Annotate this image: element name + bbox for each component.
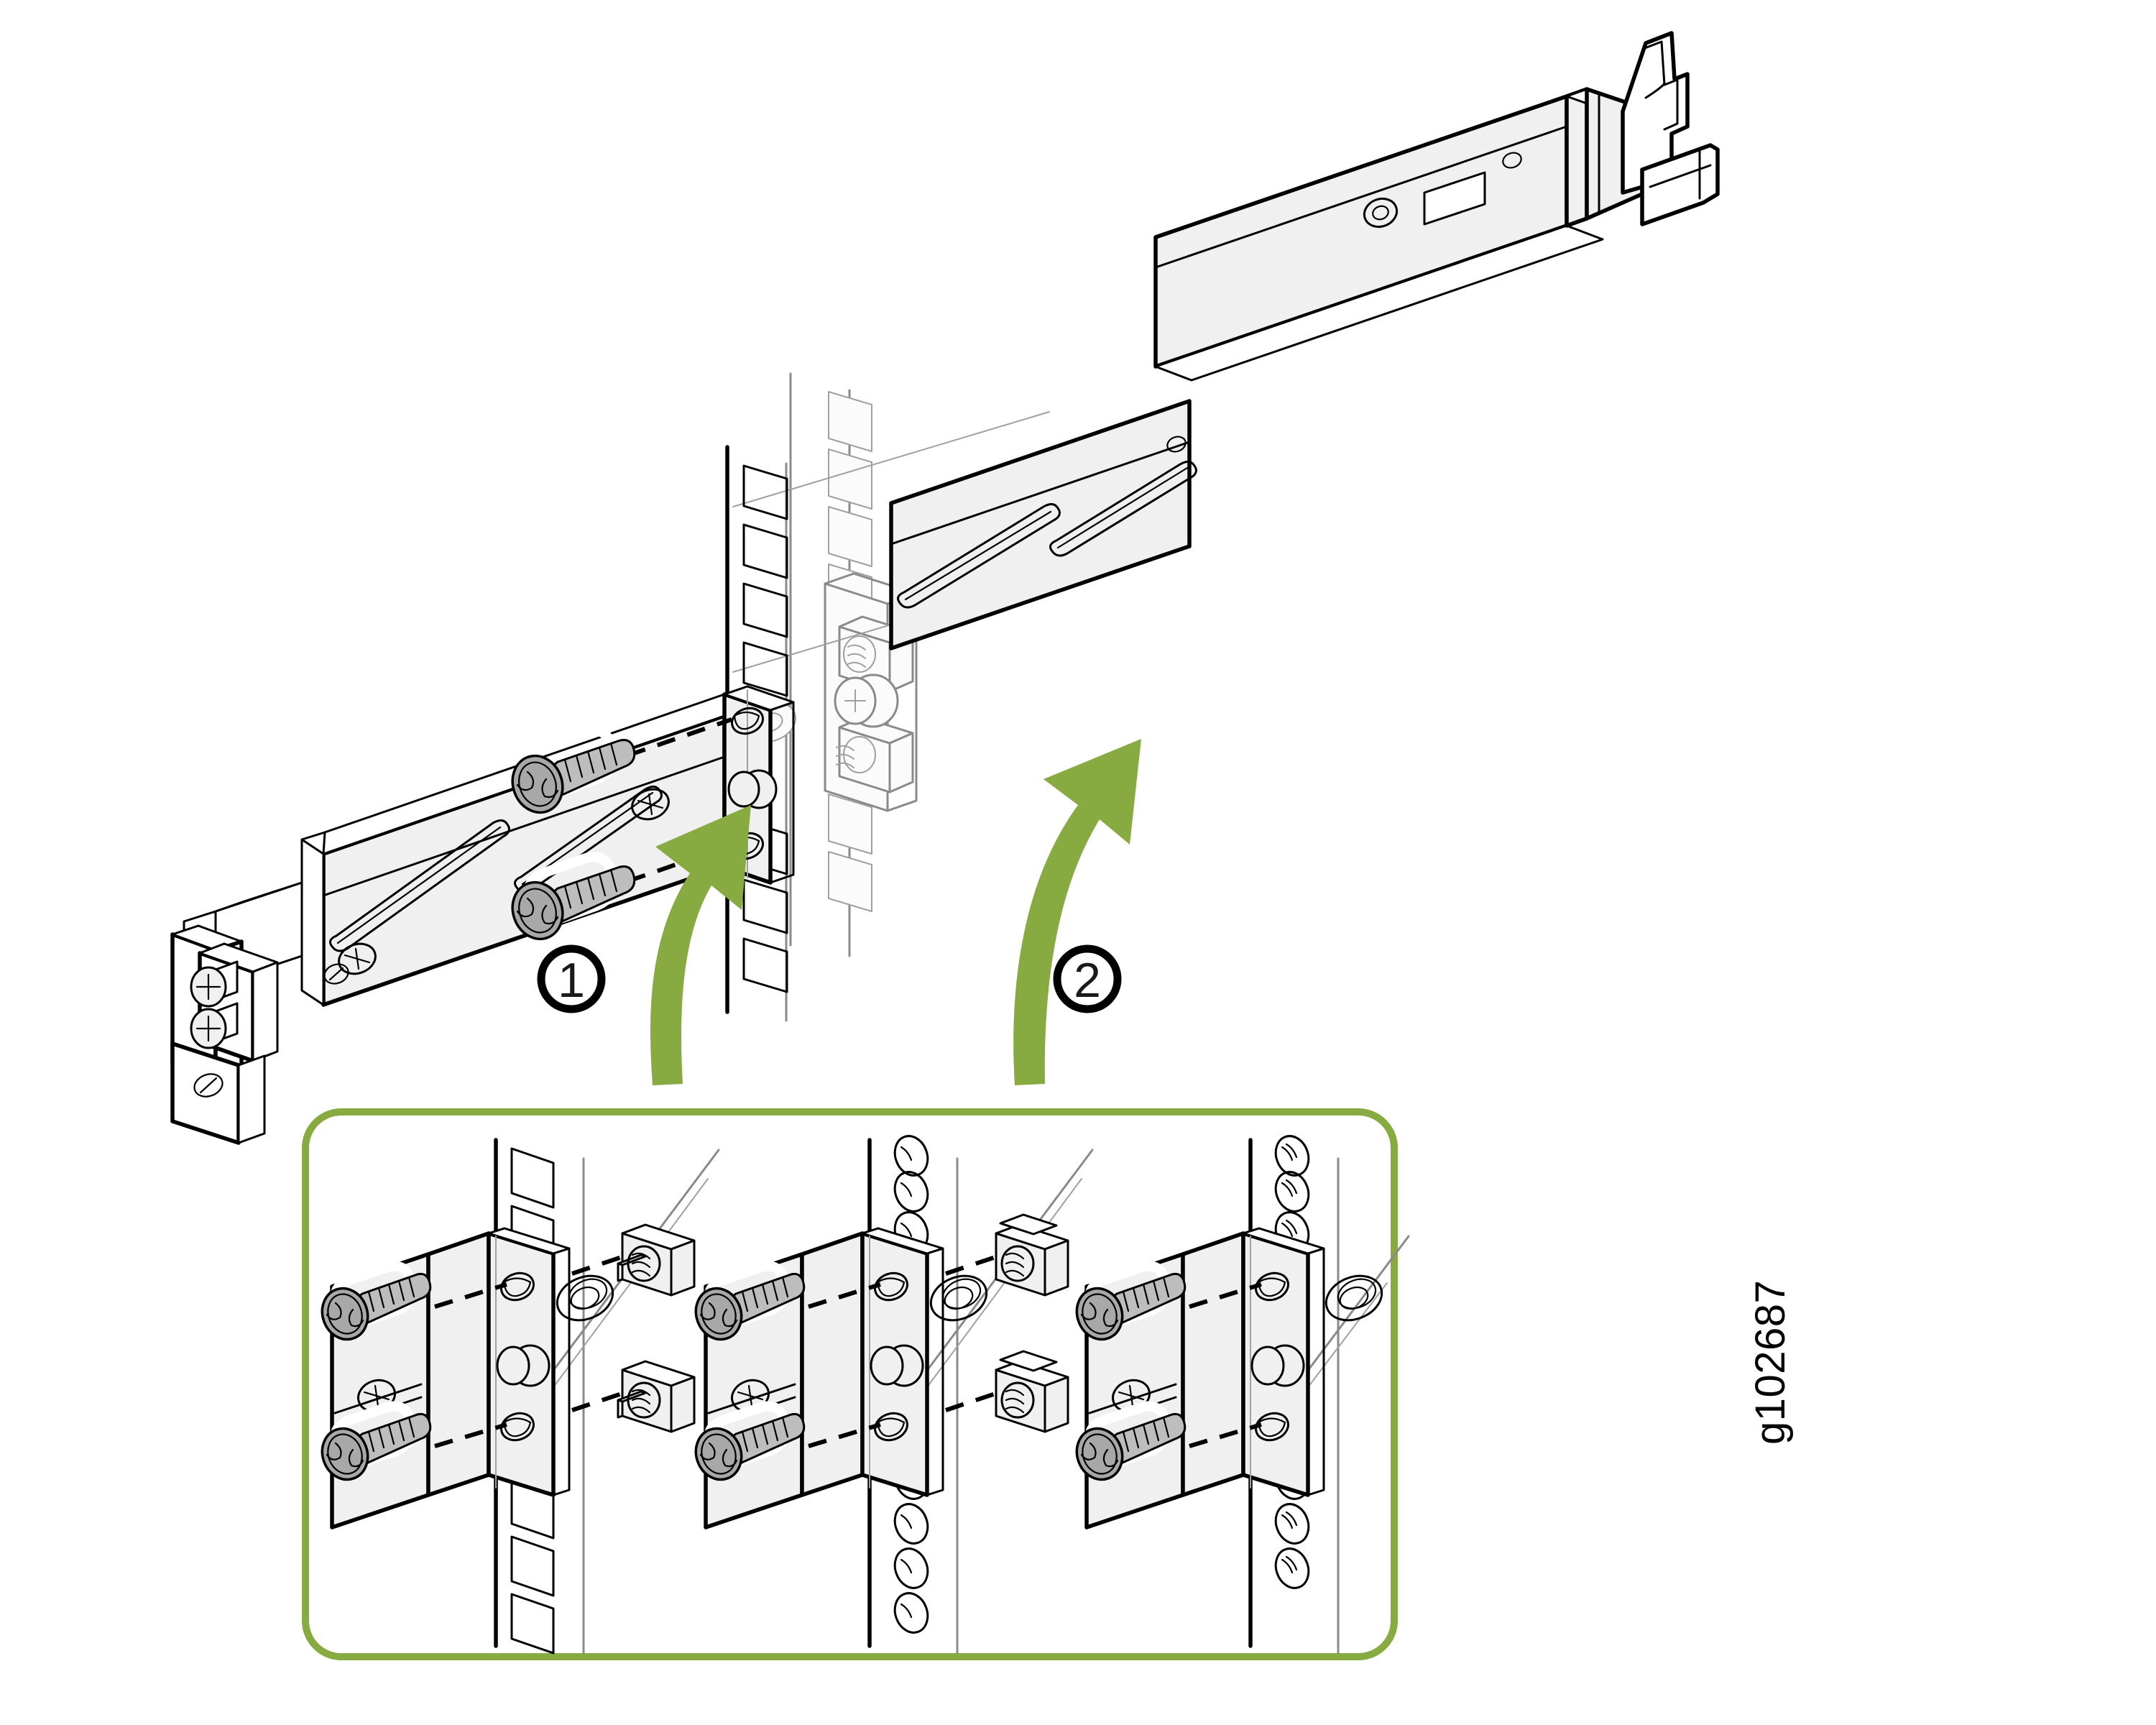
tail-screw-lower	[190, 1002, 239, 1049]
flange-hole-top	[731, 707, 764, 735]
slide-rail-outer	[1153, 31, 1720, 382]
detail-b-cage-nut-upper	[995, 1213, 1069, 1297]
mounting-screw-upper	[511, 725, 636, 814]
rear-mounting-bracket	[889, 399, 1197, 650]
detail-c-washer	[1325, 1274, 1383, 1322]
plate-rivet-left	[338, 942, 377, 975]
main-assembly: 1 2	[170, 31, 1720, 1145]
detail-b-screw-upper	[694, 1261, 806, 1341]
outer-rail-slot	[1423, 171, 1486, 226]
detail-view-square-hole-rack	[321, 1138, 720, 1655]
detail-b-cage-nut-lower	[995, 1350, 1069, 1433]
rear-bracket-screw	[834, 673, 899, 728]
callout-2[interactable]: 2	[1053, 944, 1122, 1013]
arrow-step-2	[1013, 739, 1141, 1085]
callout-1[interactable]: 1	[537, 944, 606, 1013]
detail-a-screw-lower	[321, 1401, 432, 1481]
detail-a-washer	[556, 1274, 614, 1322]
detail-view-round-hole-rack	[694, 1135, 1094, 1655]
detail-a-screw-upper	[321, 1261, 432, 1341]
cage-nut-lower	[836, 716, 914, 794]
figure-id-label: g102687	[1747, 1279, 1794, 1445]
flange-stud-center	[727, 769, 778, 809]
outer-rail-eyelet	[1363, 197, 1399, 229]
detail-b-washer	[929, 1274, 988, 1322]
tail-screw-upper	[190, 960, 239, 1008]
front-mounting-bracket	[300, 685, 795, 1007]
detail-a-cage-nut-upper	[617, 1223, 696, 1297]
outer-rail-pin-hole	[1502, 152, 1522, 169]
arrow-step-1	[650, 805, 751, 1085]
plate-rivet-mid	[631, 788, 670, 821]
rail-tail-block	[170, 881, 303, 1145]
rear-bracket-slots	[896, 461, 1197, 609]
detail-view-threaded-hole-rack	[1075, 1135, 1410, 1655]
callout-1-label: 1	[558, 953, 585, 1008]
alignment-line-top	[567, 717, 732, 778]
detail-c-screw-lower	[1075, 1401, 1187, 1481]
plate-eyelet-left	[323, 963, 349, 985]
detail-a-cage-nut-lower	[617, 1360, 696, 1433]
rack-post-type-detail-panel	[302, 1108, 1410, 1660]
detail-c-screw-upper	[1075, 1261, 1187, 1341]
mounting-screw-lower	[511, 852, 636, 941]
callout-2-label: 2	[1074, 953, 1101, 1008]
detail-b-screw-lower	[694, 1401, 806, 1481]
rear-bracket-pin-hole	[1166, 436, 1187, 453]
